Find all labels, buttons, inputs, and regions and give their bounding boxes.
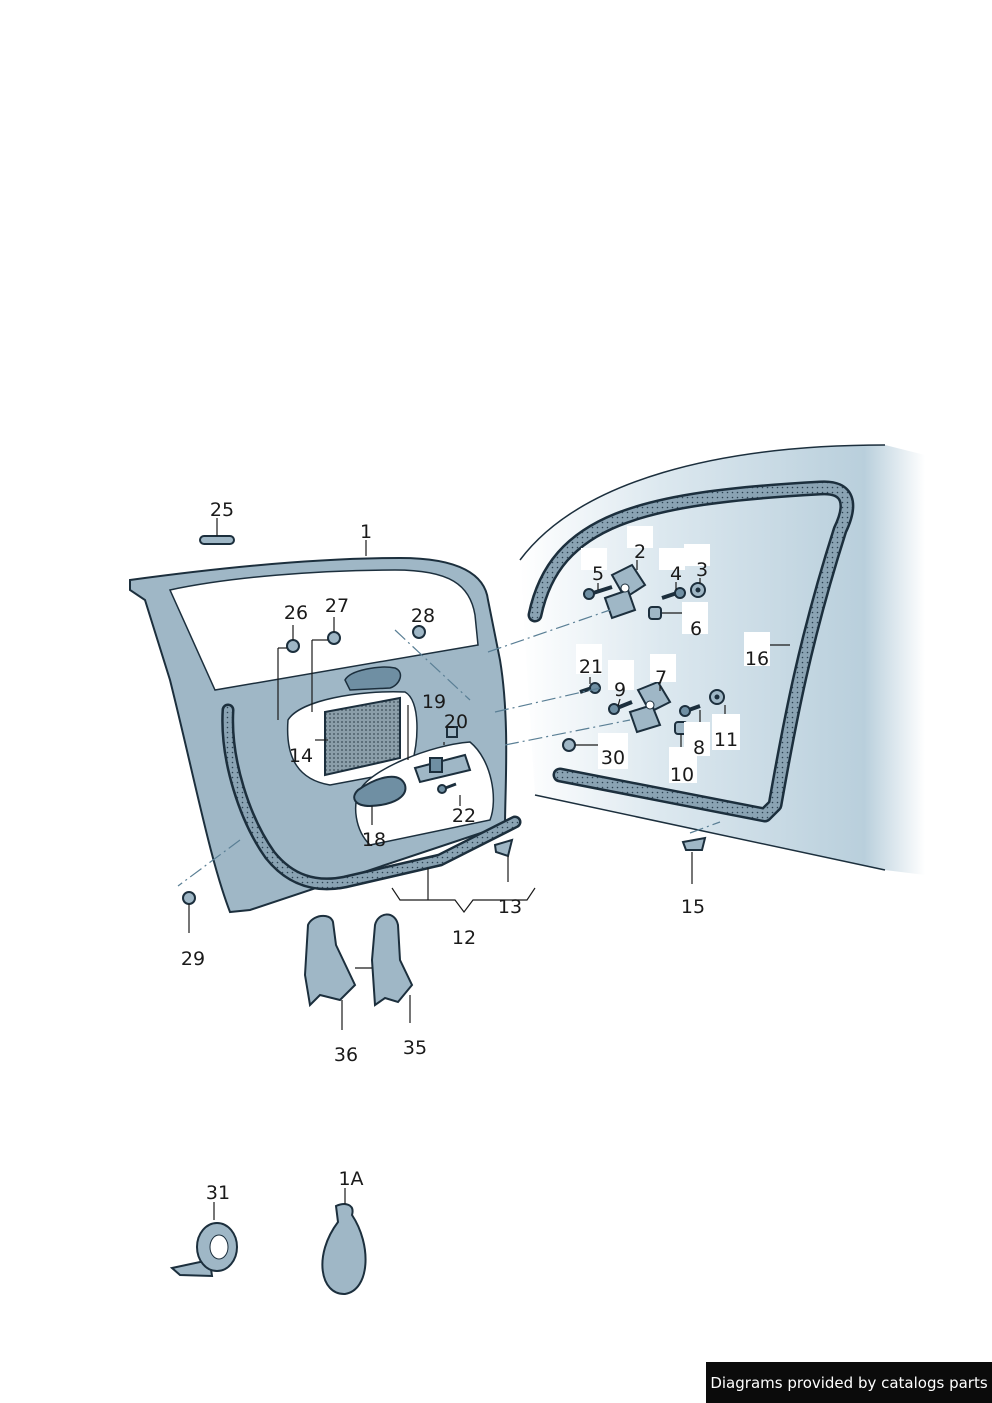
inner-handle-18: [353, 775, 407, 808]
callout-10: 10: [670, 764, 694, 786]
callout-35: 35: [403, 1037, 427, 1059]
callout-29: 29: [181, 948, 205, 970]
label-patches: [576, 526, 770, 783]
callout-36: 36: [334, 1044, 358, 1066]
trim-pieces-35-36: [303, 913, 414, 1008]
pouch-1A: [321, 1203, 367, 1296]
caps-and-plugs: [182, 535, 707, 905]
callout-21: 21: [579, 656, 603, 678]
assembly-lines: [177, 609, 721, 887]
callout-30: 30: [601, 747, 625, 769]
callout-2: 2: [634, 541, 646, 563]
tape-roll-31: [169, 1222, 238, 1278]
lower-hinge-7: [628, 680, 672, 734]
callout-12: 12: [452, 927, 476, 949]
credit-text: Diagrams provided by catalogs parts: [710, 1373, 988, 1392]
door-seal-12: [221, 703, 522, 891]
callout-16: 16: [745, 648, 769, 670]
callout-14: 14: [289, 745, 313, 767]
callout-9: 9: [614, 679, 626, 701]
callout-19: 19: [422, 691, 446, 713]
callout-22: 22: [452, 805, 476, 827]
callout-31: 31: [206, 1182, 230, 1204]
callout-3: 3: [696, 559, 708, 581]
callout-20: 20: [444, 711, 468, 733]
callout-18: 18: [362, 829, 386, 851]
callout-5: 5: [592, 563, 604, 585]
upper-hinge-2: [603, 563, 647, 620]
hardware-bolts: [437, 582, 725, 794]
body-seal-16: [527, 480, 855, 823]
callout-4: 4: [670, 563, 682, 585]
callout-28: 28: [411, 605, 435, 627]
callout-8: 8: [693, 737, 705, 759]
callout-6: 6: [690, 618, 702, 640]
callout-7: 7: [655, 667, 667, 689]
callout-26: 26: [284, 602, 308, 624]
speaker-grille-14: [324, 696, 401, 777]
check-strap-19: [413, 753, 472, 784]
callout-25: 25: [210, 499, 234, 521]
callout-15: 15: [681, 896, 705, 918]
callout-labels: 1 25 26 27 28 14 19 20 22 18 13 12 29 36…: [181, 499, 769, 1204]
callout-1A: 1A: [338, 1168, 363, 1190]
callout-1: 1: [360, 521, 372, 543]
callout-13: 13: [498, 896, 522, 918]
credit-banner: Diagrams provided by catalogs parts: [706, 1362, 992, 1403]
callout-11: 11: [714, 729, 738, 751]
callout-27: 27: [325, 595, 349, 617]
door-shell-1: [129, 556, 508, 914]
